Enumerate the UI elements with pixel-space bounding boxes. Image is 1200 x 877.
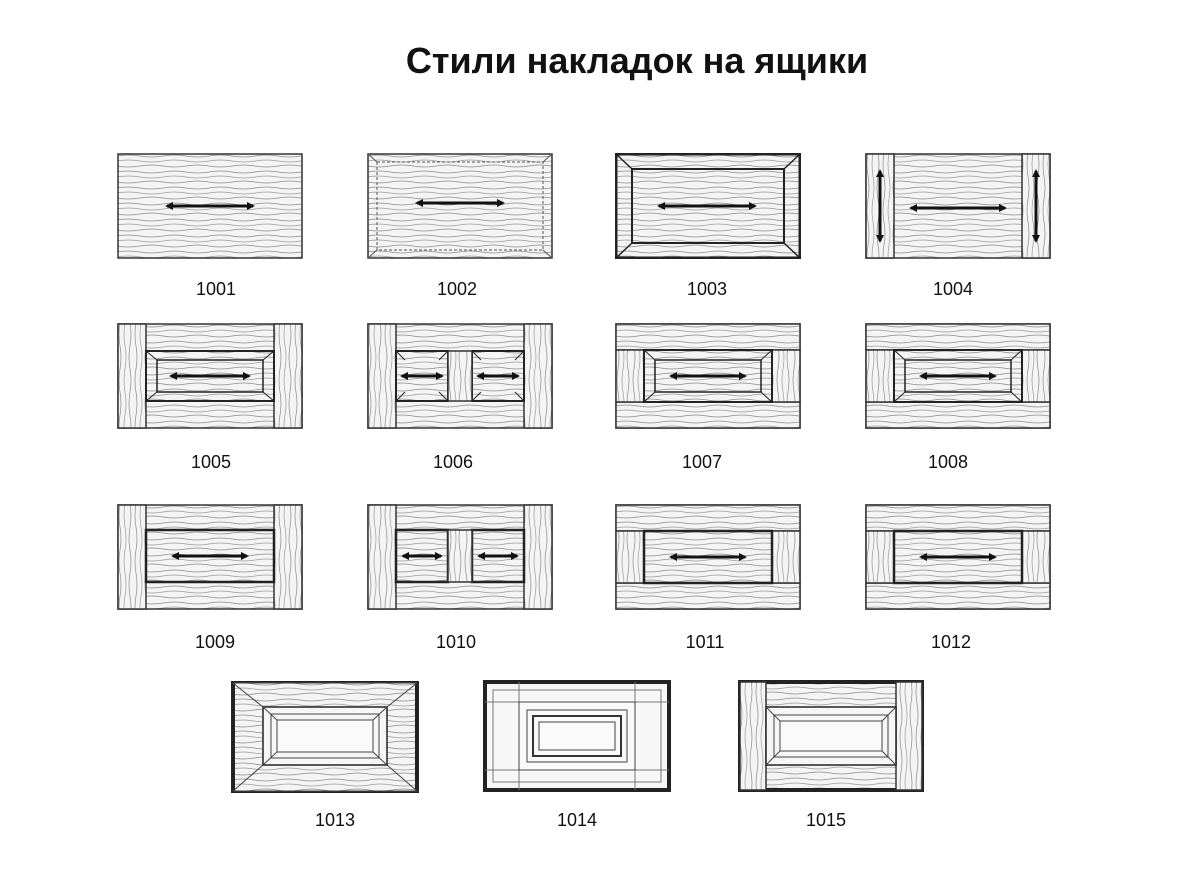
drawer-style-1013 <box>231 681 419 793</box>
style-code-1015: 1015 <box>805 810 847 830</box>
style-code-1006: 1006 <box>432 452 474 472</box>
style-code-1001: 1001 <box>195 279 237 299</box>
drawer-front-1003-illustration <box>615 153 801 259</box>
style-code-1013: 1013 <box>314 810 356 830</box>
style-code-1002: 1002 <box>436 279 478 299</box>
drawer-style-1001 <box>117 153 303 259</box>
drawer-style-1004 <box>865 153 1051 259</box>
drawer-style-1005 <box>117 323 303 429</box>
drawer-style-1002 <box>367 153 553 259</box>
drawer-front-1010-illustration <box>367 504 553 610</box>
drawer-front-1012-illustration <box>865 504 1051 610</box>
style-code-1012: 1012 <box>930 632 972 652</box>
drawer-front-1006-illustration <box>367 323 553 429</box>
drawer-style-1015 <box>738 680 924 792</box>
drawer-front-1009-illustration <box>117 504 303 610</box>
style-code-1011: 1011 <box>685 632 725 652</box>
style-code-1004: 1004 <box>932 279 974 299</box>
page-title: Стили накладок на ящики <box>405 40 869 81</box>
drawer-style-1012 <box>865 504 1051 610</box>
style-code-1005: 1005 <box>190 452 232 472</box>
style-code-1010: 1010 <box>435 632 477 652</box>
drawer-style-1007 <box>615 323 801 429</box>
style-code-1009: 1009 <box>194 632 236 652</box>
drawer-style-1010 <box>367 504 553 610</box>
drawer-front-1005-illustration <box>117 323 303 429</box>
drawer-style-1014 <box>483 680 671 792</box>
style-code-1008: 1008 <box>927 452 969 472</box>
drawer-front-1002-illustration <box>367 153 553 259</box>
drawer-style-1009 <box>117 504 303 610</box>
drawer-front-1015-illustration <box>738 680 924 792</box>
drawer-front-1004-illustration <box>865 153 1051 259</box>
drawer-front-1011-illustration <box>615 504 801 610</box>
style-code-1014: 1014 <box>556 810 598 830</box>
drawer-style-1006 <box>367 323 553 429</box>
drawer-front-1007-illustration <box>615 323 801 429</box>
drawer-front-1013-illustration <box>231 681 419 793</box>
drawer-front-1008-illustration <box>865 323 1051 429</box>
drawer-style-1008 <box>865 323 1051 429</box>
drawer-front-1001-illustration <box>117 153 303 259</box>
drawer-style-1003 <box>615 153 801 259</box>
drawer-front-1014-illustration <box>483 680 671 792</box>
style-code-1003: 1003 <box>686 279 728 299</box>
style-code-1007: 1007 <box>681 452 723 472</box>
drawer-style-1011 <box>615 504 801 610</box>
